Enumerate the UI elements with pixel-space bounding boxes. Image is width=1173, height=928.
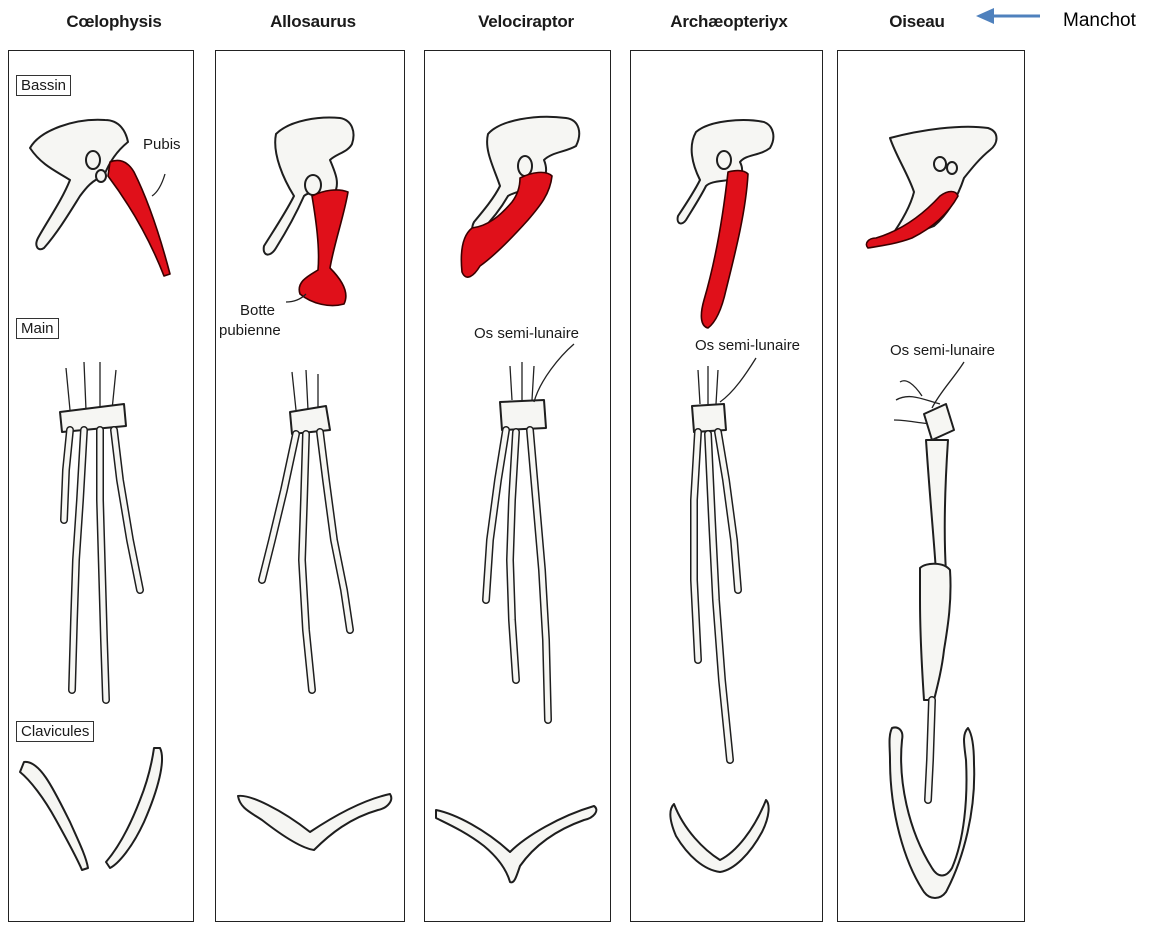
oiseau-wing [894,362,964,800]
allosaurus-pubis [299,190,348,306]
section-label-main: Main [16,318,59,339]
annotation-botte: Botte [240,302,275,319]
archaeopteryx-furcula [670,800,768,872]
pubis-leader [152,174,165,196]
allosaurus-furcula [238,794,391,850]
annotation-pubis: Pubis [143,136,181,153]
allosaurus-pelvis [264,118,354,255]
annotation-os-semi-lunaire-archaeopteryx: Os semi-lunaire [695,337,800,354]
annotation-os-semi-lunaire-oiseau: Os semi-lunaire [890,342,995,359]
archaeopteryx-pubis [701,171,748,328]
annotation-pubienne: pubienne [219,322,281,339]
section-label-bassin: Bassin [16,75,71,96]
manchot-callout: Manchot [1063,10,1136,32]
allosaurus-hand [262,370,350,690]
coelophysis-pubis [108,160,170,276]
velociraptor-furcula [436,806,596,882]
oiseau-pelvis [890,127,997,238]
annotation-os-semi-lunaire-velociraptor: Os semi-lunaire [474,325,579,342]
section-label-clavicules: Clavicules [16,721,94,742]
coelophysis-hand [60,362,140,700]
left-arrow-icon [976,8,1040,24]
archaeopteryx-hand [692,358,756,760]
coelophysis-clavicles [20,748,162,870]
velociraptor-hand [486,344,574,720]
